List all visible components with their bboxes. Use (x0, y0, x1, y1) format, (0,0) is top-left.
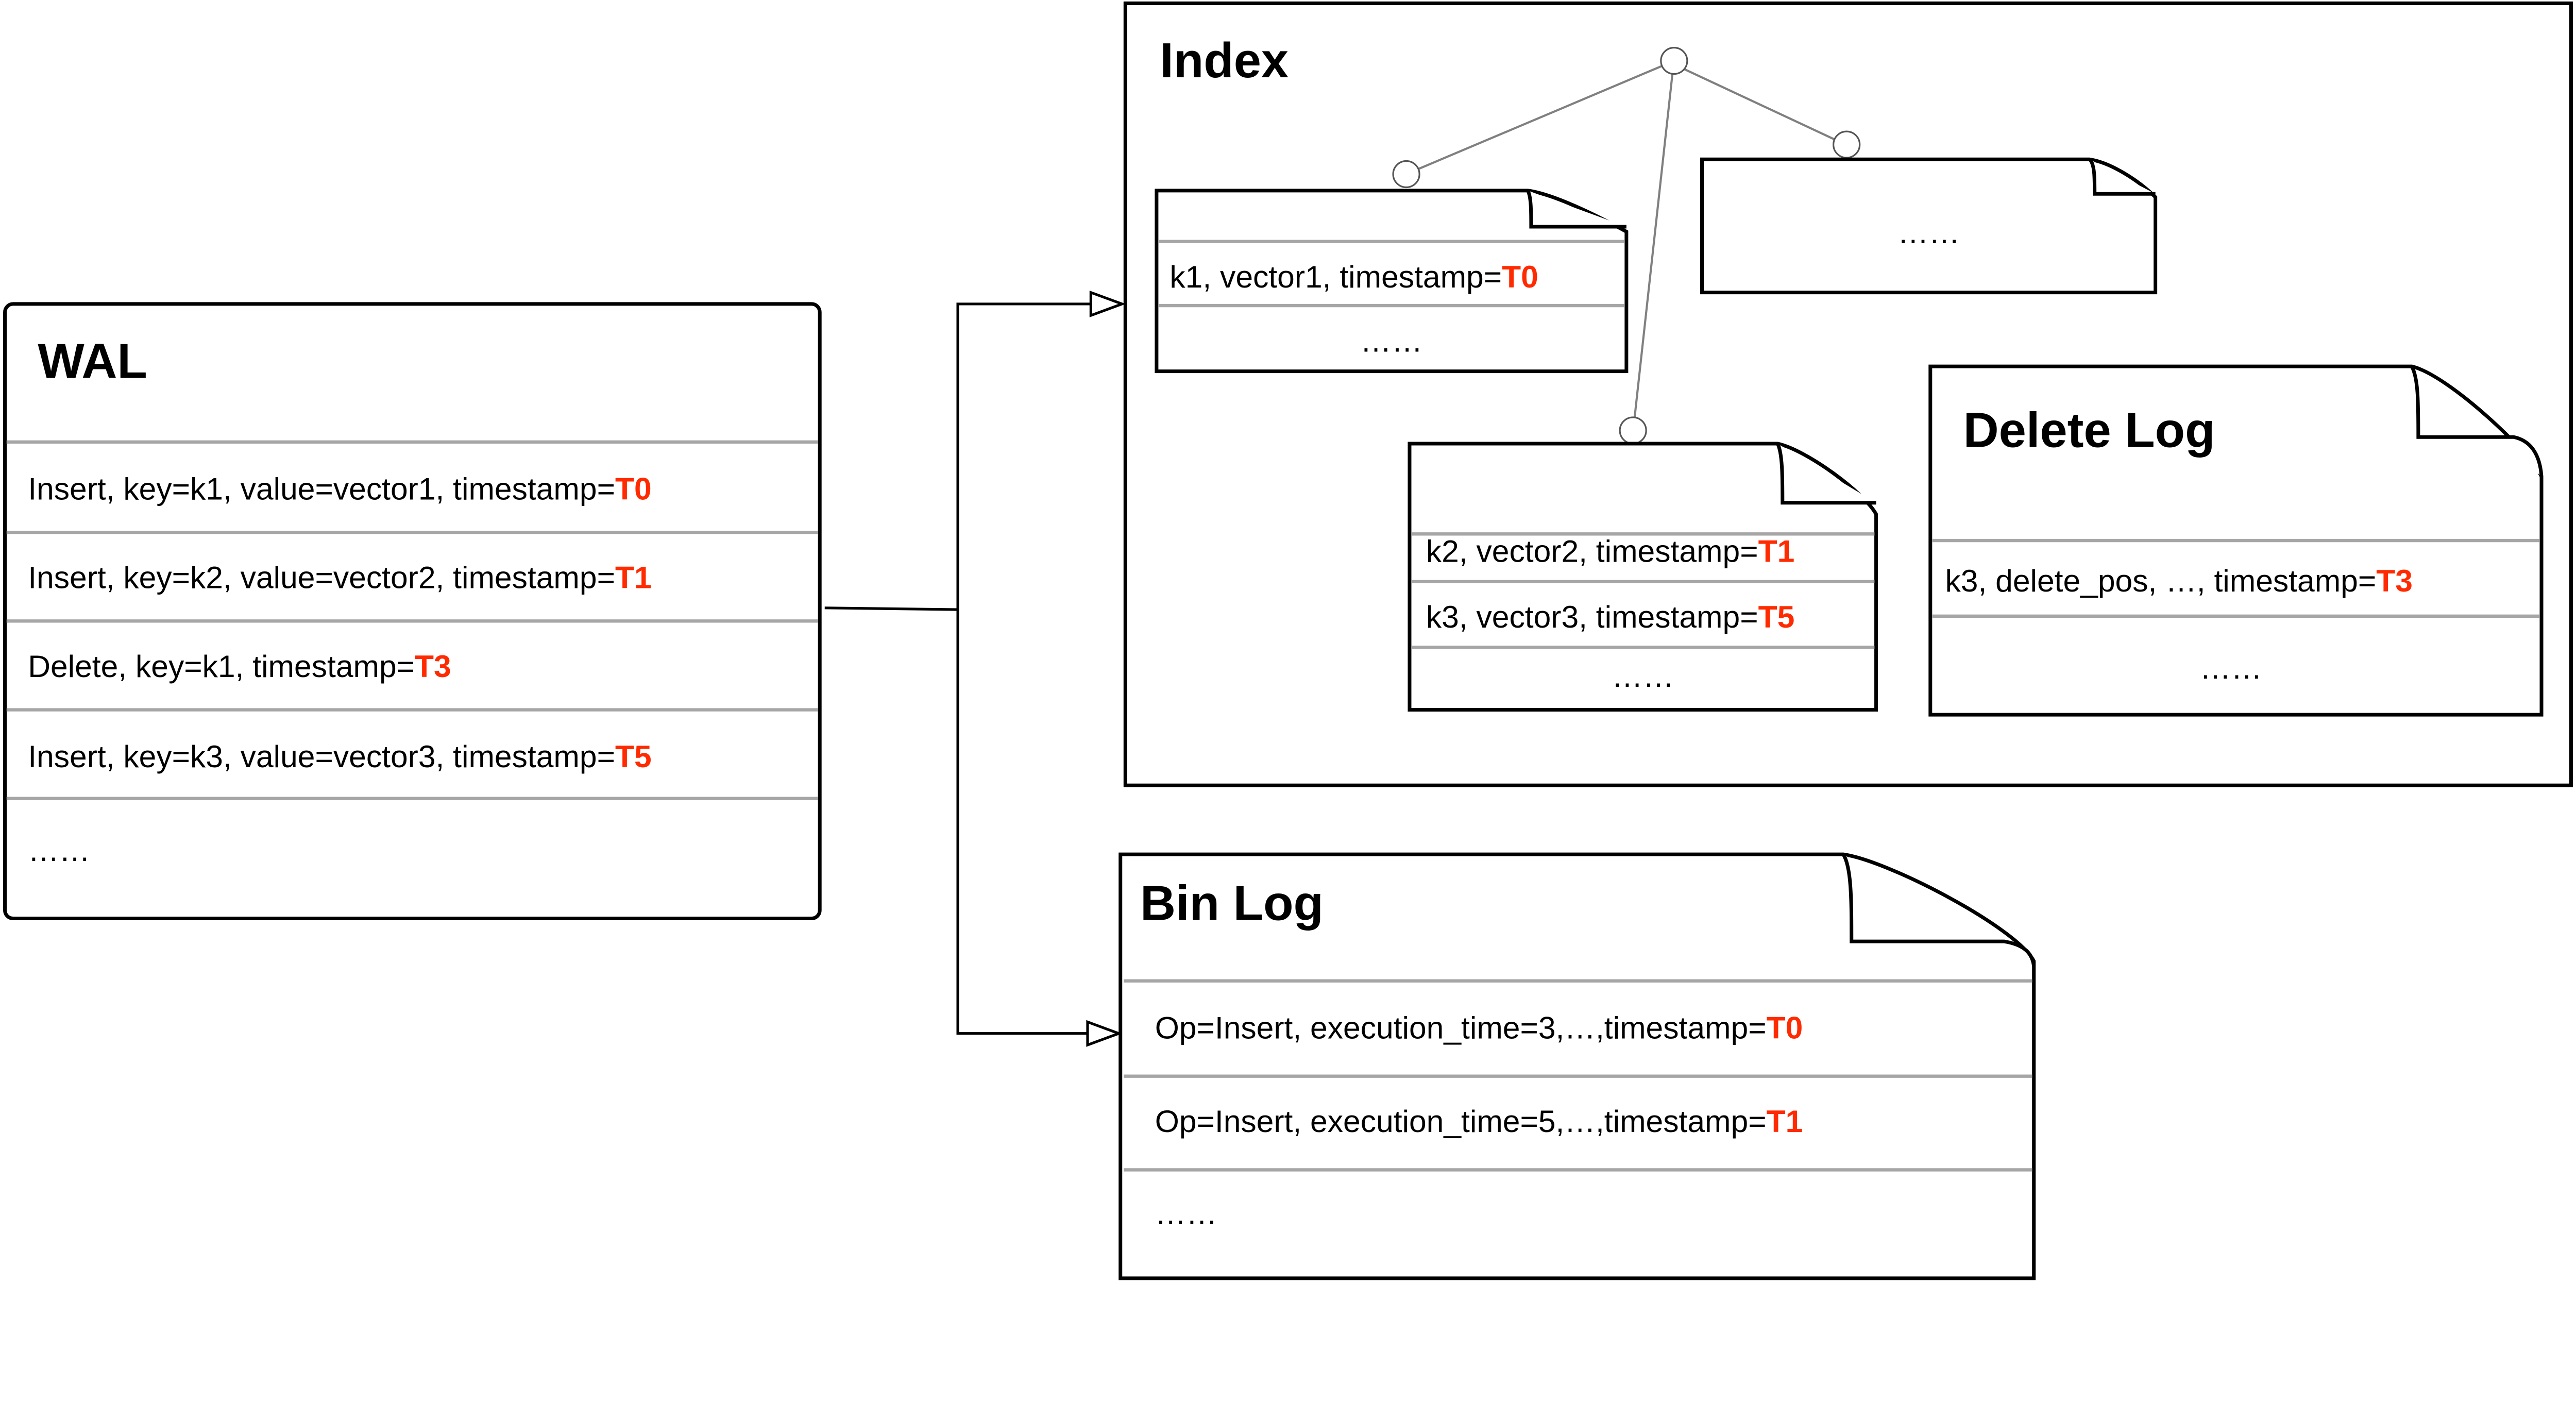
segment-more: …… (1360, 323, 1422, 358)
bin-log-row: Op=Insert, execution_time=5,…,timestamp=… (1155, 1104, 1803, 1139)
wal-title: WAL (38, 333, 147, 388)
delete-log-title: Delete Log (1963, 402, 2215, 458)
index-segment-2: …… (1700, 157, 2158, 295)
tree-root-node (1660, 46, 1688, 75)
connector-arrows (824, 290, 1126, 1047)
diagram: WAL Insert, key=k1, value=vector1, times… (3, 1, 2573, 1280)
wal-more: …… (28, 833, 90, 868)
segment-more: …… (1612, 658, 1674, 694)
wal-box: WAL Insert, key=k1, value=vector1, times… (3, 302, 822, 921)
delete-log: Delete Log k3, delete_pos, …, timestamp=… (1928, 364, 2544, 717)
segment-row: k2, vector2, timestamp=T1 (1426, 534, 1794, 569)
bin-log: Bin Log Op=Insert, execution_time=3,…,ti… (1118, 852, 2036, 1280)
index-title: Index (1160, 33, 1289, 88)
wal-row: Insert, key=k1, value=vector1, timestamp… (28, 471, 651, 506)
segment-row: k3, vector3, timestamp=T5 (1426, 599, 1794, 634)
bin-log-row: Op=Insert, execution_time=3,…,timestamp=… (1155, 1010, 1803, 1045)
arrow-head-index (1089, 290, 1126, 317)
index-tree (1392, 46, 1861, 445)
index-box: Index k1, vector1, timestamp=T0 …… …… (1123, 1, 2573, 787)
index-segment-1: k1, vector1, timestamp=T0 …… (1155, 189, 1629, 374)
wal-row: Delete, key=k1, timestamp=T3 (28, 649, 451, 684)
delete-log-more: …… (2200, 650, 2262, 685)
delete-log-row: k3, delete_pos, …, timestamp=T3 (1945, 563, 2412, 598)
bin-log-more: …… (1155, 1196, 1217, 1231)
tree-node (1833, 130, 1861, 159)
segment-row: k1, vector1, timestamp=T0 (1170, 259, 1538, 294)
tree-node (1392, 160, 1420, 189)
bin-log-title: Bin Log (1140, 876, 1324, 931)
arrow-head-binlog (1086, 1020, 1123, 1047)
wal-row: Insert, key=k2, value=vector2, timestamp… (28, 560, 651, 595)
segment-more: …… (1897, 215, 1960, 250)
index-segment-3: k2, vector2, timestamp=T1 k3, vector3, t… (1408, 442, 1878, 712)
wal-row: Insert, key=k3, value=vector3, timestamp… (28, 739, 651, 774)
tree-node (1619, 416, 1647, 445)
